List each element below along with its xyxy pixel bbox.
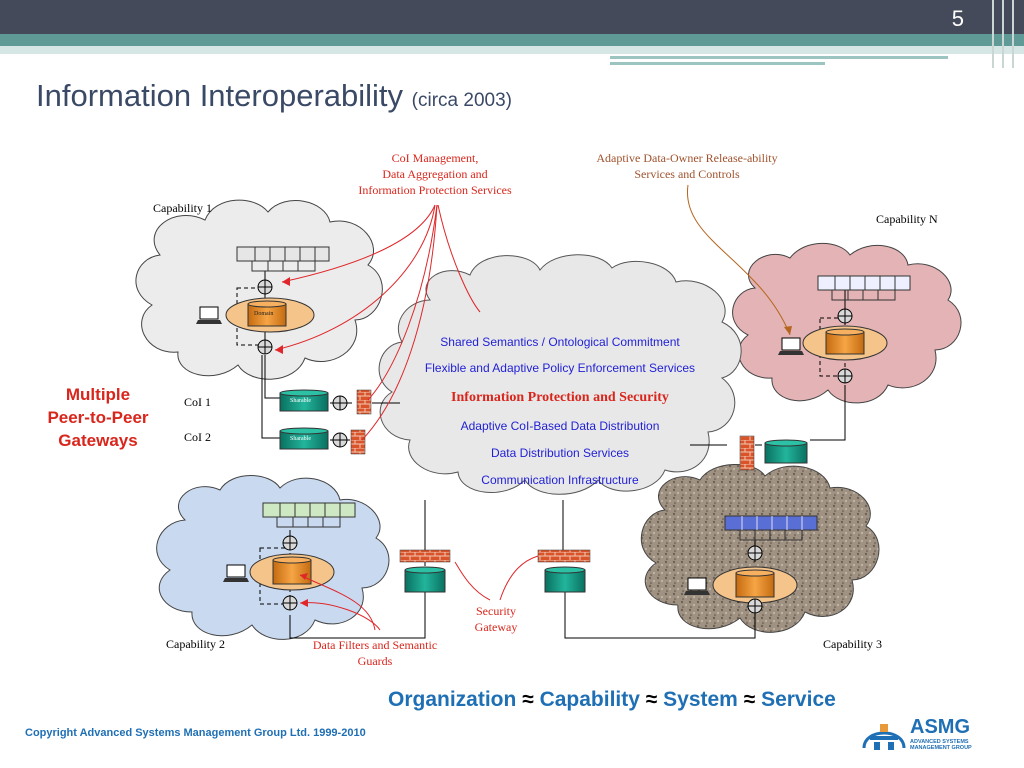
coi-1-label: CoI 1 — [184, 395, 211, 409]
central-item-semantics: Shared Semantics / Ontological Commitmen… — [440, 335, 680, 349]
title-main: Information Interoperability — [36, 78, 404, 113]
server-rack-1 — [236, 246, 330, 272]
capability-n-label: Capability N — [876, 212, 938, 226]
header-decoration — [610, 0, 1014, 68]
callout-gateway-line-2: Gateway — [474, 620, 518, 634]
gateways-line-1: Multiple — [65, 385, 131, 404]
central-item-policy: Flexible and Adaptive Policy Enforcement… — [424, 361, 696, 375]
eq-approx-1: ≈ — [522, 688, 534, 711]
firewall-icons — [350, 389, 755, 563]
callout-arrow-brown — [687, 184, 792, 336]
callout-data-filters: Data Filters and Semantic Guards — [290, 637, 460, 669]
eq-capability: Capability — [539, 688, 640, 711]
title-sub: (circa 2003) — [411, 90, 512, 111]
asmg-tagline-line-1: ADVANCED SYSTEMS — [910, 739, 969, 745]
copyright-text: Copyright Advanced Systems Management Gr… — [25, 727, 366, 739]
laptop-icons — [196, 306, 804, 595]
gateways-label: Multiple Peer-to-Peer Gateways — [30, 383, 166, 452]
capability-1-label: Capability 1 — [153, 201, 212, 215]
callout-filters-line-2: Guards — [357, 654, 393, 668]
callout-coi-management: CoI Management, Data Aggregation and Inf… — [340, 150, 530, 198]
coi-2-label: CoI 2 — [184, 430, 211, 444]
callout-coi-line-3: Information Protection Services — [358, 183, 512, 197]
gateways-line-3: Gateways — [58, 431, 138, 450]
callout-gateway-line-1: Security — [476, 604, 516, 618]
server-rack-n — [817, 275, 911, 301]
callout-coi-line-1: CoI Management, — [391, 151, 479, 165]
eq-service: Service — [761, 688, 836, 711]
central-item-protection: Information Protection and Security — [451, 390, 669, 405]
domain-nodes — [225, 297, 888, 604]
eq-system: System — [663, 688, 738, 711]
callout-adaptive-release: Adaptive Data-Owner Release-ability Serv… — [572, 150, 802, 182]
cloud-central — [378, 254, 742, 495]
sharable-label-1: Sharable — [290, 398, 311, 404]
gateways-line-2: Peer-to-Peer — [47, 408, 149, 427]
callout-arrows-red — [274, 204, 539, 631]
callout-filters-line-1: Data Filters and Semantic — [312, 638, 438, 652]
asmg-logo-tagline: ADVANCED SYSTEMS MANAGEMENT GROUP — [910, 739, 972, 751]
asmg-logo-icon — [862, 724, 906, 750]
asmg-logo-name: ASMG — [910, 716, 970, 738]
slide-title: Information Interoperability (circa 2003… — [36, 78, 512, 114]
router-nodes — [257, 279, 853, 614]
callout-security-gateway: Security Gateway — [456, 603, 536, 635]
asmg-tagline-line-2: MANAGEMENT GROUP — [910, 745, 972, 751]
storage-cylinders — [279, 389, 808, 593]
header-bar — [0, 0, 1024, 34]
callout-coi-line-2: Data Aggregation and — [382, 167, 488, 181]
capability-3-label: Capability 3 — [823, 637, 882, 651]
capability-2-label: Capability 2 — [166, 637, 225, 651]
header-light-band — [0, 46, 1024, 54]
domain-label: Domain — [254, 311, 274, 317]
server-rack-3 — [724, 515, 818, 541]
callout-adaptive-line-2: Services and Controls — [634, 167, 740, 181]
central-item-communication: Communication Infrastructure — [481, 473, 639, 487]
callout-adaptive-line-1: Adaptive Data-Owner Release-ability — [596, 151, 778, 165]
sharable-label-2: Sharable — [290, 436, 311, 442]
eq-approx-3: ≈ — [743, 688, 756, 711]
header-accent-bar — [0, 34, 1024, 46]
footer-equation: Organization ≈ Capability ≈ System ≈ Ser… — [388, 688, 836, 712]
central-item-dds: Data Distribution Services — [490, 446, 630, 460]
server-rack-2 — [262, 502, 356, 528]
slide-number: 5 — [951, 6, 964, 31]
eq-approx-2: ≈ — [645, 688, 658, 711]
eq-organization: Organization — [388, 688, 517, 711]
central-item-distribution-coi: Adaptive CoI-Based Data Distribution — [460, 419, 660, 433]
